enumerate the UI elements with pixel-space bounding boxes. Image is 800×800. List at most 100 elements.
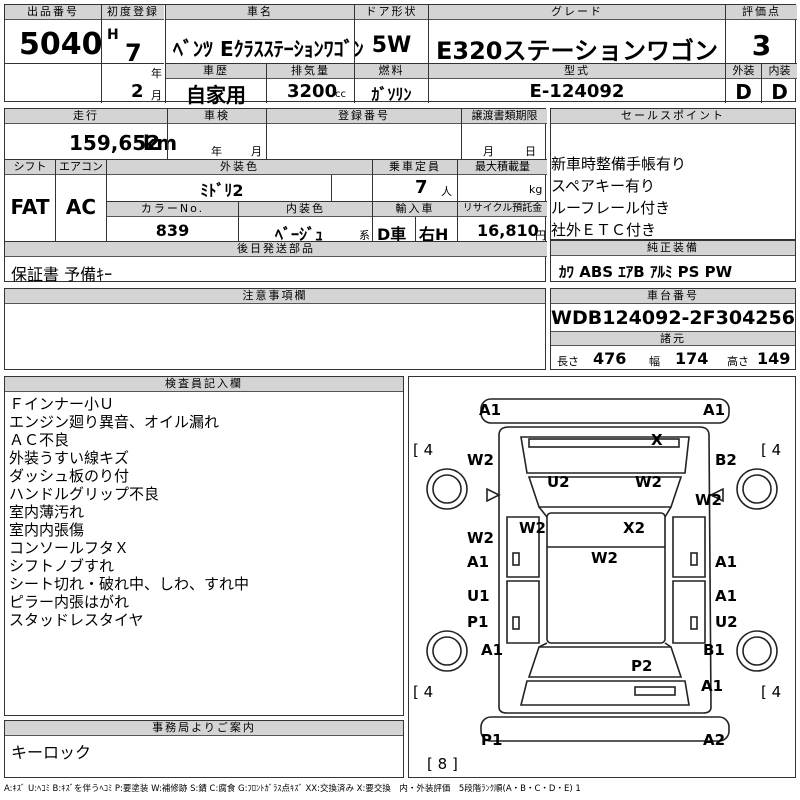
recycle-unit: 円 [535,229,546,242]
note-line: ハンドルグリップ不良 [9,485,160,503]
capacity: 7 [415,177,428,198]
equipment-block: 純正装備 ｶﾜ ABS ｴｱB ｱﾙﾐ PS PW [550,240,796,282]
ac-label: エアコン [56,160,106,175]
insp-month-unit: 月 [251,145,262,158]
score: 3 [751,29,772,62]
fuel: ｶﾞｿﾘﾝ [371,85,412,104]
hgt-label: 高さ [727,355,749,368]
tire-depth-rl: [ 4 [413,683,434,701]
door-label: ドア形状 [355,5,428,20]
tire-depth-rr: [ 4 [761,683,782,701]
note-line: Ｆインナー小Ｕ [9,395,115,413]
capacity-label: 乗車定員 [373,160,457,175]
int-color: ﾍﾞｰｼﾞｭ [274,225,323,244]
chassis-label: 車台番号 [551,289,795,304]
load-label: 最大積載量 [458,160,547,175]
header-block: 出品番号 5040 初度登録 H 7 年 2 月 車名 ﾍﾞﾝﾂ Eｸﾗｽｽﾃｰ… [4,4,797,107]
fuel-label: 燃料 [355,64,428,79]
sales-point: 社外ＥＴＣ付き [551,221,657,239]
damage-code: P2 [631,657,653,675]
color: ﾐﾄﾞﾘ2 [200,181,244,200]
len-label: 長さ [557,355,579,368]
reg-number-label: 登録番号 [267,109,461,124]
exterior-label: 外装 [726,64,761,79]
sales-point: スペアキー有り [551,177,655,195]
transfer-day-unit: 日 [525,145,536,158]
damage-code: W2 [519,519,546,537]
notice-block: 注意事項欄 [4,288,546,370]
insp-year-unit: 年 [211,145,222,158]
exterior-grade: D [735,80,752,104]
shift-label: シフト [5,160,55,175]
interior-grade: D [771,80,788,104]
chassis-block: 車台番号 WDB124092-2F304256 諸元 長さ 476 幅 174 … [550,288,796,370]
damage-code: X2 [623,519,646,537]
equip-value: ｶﾜ ABS ｴｱB ｱﾙﾐ PS PW [559,263,733,281]
damage-code: A1 [481,641,504,659]
history-label: 車歴 [166,64,266,79]
color-label: 外装色 [107,160,372,175]
damage-code: B1 [703,641,725,659]
displacement-label: 排気量 [267,64,354,79]
legend-footer: A:ｷｽﾞ U:ﾍｺﾐ B:ｷｽﾞを伴うﾍｺﾐ P:要塗装 W:補修跡 S:錆 … [4,784,581,794]
damage-code: U2 [715,613,738,631]
office-label: 事務局よりご案内 [5,721,403,736]
model: E-124092 [529,81,625,102]
era: H [107,27,119,43]
damage-code: A2 [703,731,726,749]
transfer-month-unit: 月 [483,145,494,158]
wid-label: 幅 [649,355,660,368]
import-label: 輸入車 [373,202,457,217]
equip-label: 純正装備 [551,241,795,256]
damage-code: P1 [481,731,503,749]
note-line: コンソールフタＸ [9,539,130,557]
len-value: 476 [593,349,627,368]
vehicle-info-block: 走行 159,652 km 車検 年 月 登録番号 譲渡書類期限 月 日 シフト… [4,108,547,284]
damage-code: W2 [467,529,494,547]
mileage-unit: km [143,131,178,155]
reg-month: 2 [131,81,144,102]
recycle: 16,810 [477,221,539,240]
damage-code: U2 [547,473,570,491]
shift: FAT [10,195,50,219]
damage-code: A1 [479,401,502,419]
car-name: ﾍﾞﾝﾂ Eｸﾗｽｽﾃｰｼｮﾝﾜｺﾞﾝ [173,37,364,61]
ac: AC [65,195,97,219]
wid-value: 174 [675,349,709,368]
transfer-label: 譲渡書類期限 [462,109,547,124]
int-color-label: 内装色 [239,202,372,217]
notice-label: 注意事項欄 [5,289,545,304]
capacity-unit: 人 [441,185,452,198]
grade-label: グレード [429,5,725,20]
lot-label: 出品番号 [5,5,101,20]
inspector-label: 検査員記入欄 [5,377,403,392]
parts-label: 後日発送部品 [5,242,547,257]
damage-code: W2 [467,451,494,469]
damage-code: A1 [715,553,738,571]
note-line: ピラー内張はがれ [9,593,130,611]
import-drive: D車 [377,225,407,244]
score-label: 評価点 [726,5,797,20]
note-line: シフトノブすれ [9,557,115,575]
import-handle: 右H [419,225,449,244]
damage-code: A1 [467,553,490,571]
inspector-block: 検査員記入欄 Ｆインナー小Ｕ エンジン廻り異音、オイル漏れ ＡＣ不良 外装うすい… [4,376,404,716]
year-unit: 年 [151,67,162,80]
car-name-label: 車名 [166,5,354,20]
month-unit: 月 [151,89,162,102]
grade: E320ステーションワゴン [435,37,718,65]
car-diagram: [ 4 [ 4 [ 4 [ 4 [ 8 ] A1 A1 X W2 B2 U2 W… [408,376,796,778]
displacement-unit: cc [335,89,346,100]
tire-depth-fl: [ 4 [413,441,434,459]
note-line: スタッドレスタイヤ [9,611,144,629]
office-block: 事務局よりご案内 キーロック [4,720,404,778]
mileage: 159,652 [69,131,161,155]
hgt-value: 149 [757,349,791,368]
note-line: ダッシュ板のり付 [9,467,130,485]
damage-code: A1 [703,401,726,419]
note-line: 室内薄汚れ [9,503,85,521]
car-outline [426,398,778,742]
note-line: 室内内張傷 [9,521,85,539]
lot-number: 5040 [19,27,103,62]
office-value: キーロック [11,743,92,762]
